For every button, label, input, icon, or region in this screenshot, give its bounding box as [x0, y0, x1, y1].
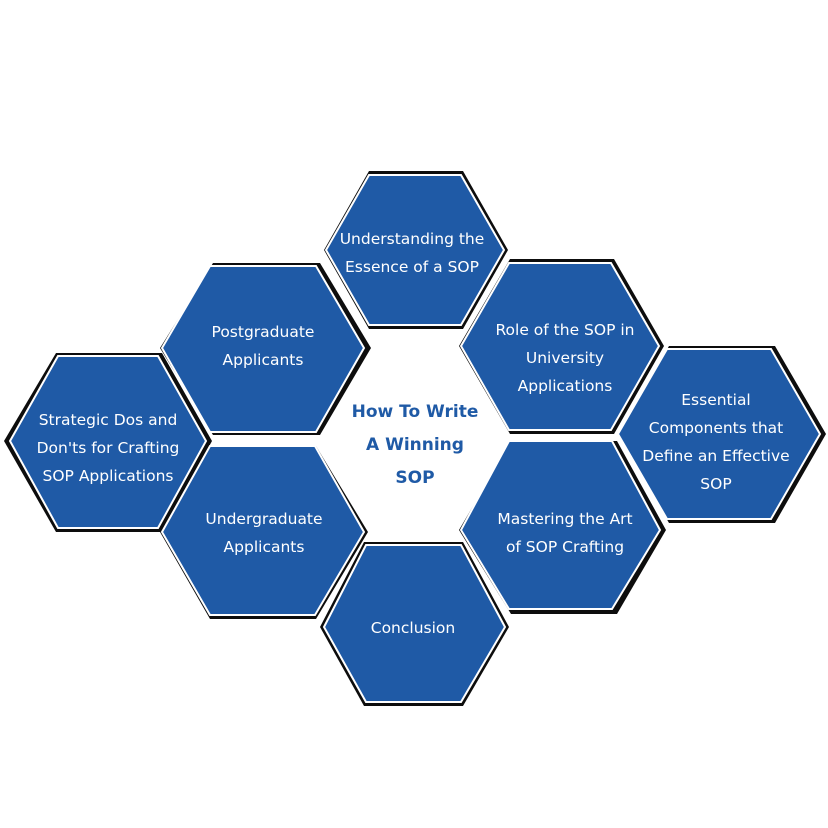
hex-essential-shape — [616, 348, 822, 520]
hex-label-strategic: Strategic Dos and Don'ts for Crafting SO… — [36, 411, 180, 485]
hex-role-shape — [459, 262, 661, 431]
hex-label-essential: Essential Components that Define an Effe… — [642, 391, 790, 493]
hex-label-conclusion: Conclusion — [370, 619, 456, 637]
hex-label-understanding: Understanding the Essence of a SOP — [339, 230, 485, 276]
hex-strategic-shape — [8, 355, 208, 529]
hex-label-undergraduate: Undergraduate Applicants — [205, 510, 323, 556]
hex-mastering-shape — [459, 440, 662, 610]
hex-understanding-shape — [324, 174, 506, 326]
hex-undergraduate — [160, 445, 368, 619]
hex-strategic — [4, 353, 212, 532]
hex-label-mastering: Mastering the Art of SOP Crafting — [497, 510, 633, 556]
hex-conclusion — [320, 542, 509, 706]
hex-postgraduate — [160, 263, 371, 435]
hex-mastering — [459, 440, 666, 614]
hex-role — [459, 259, 664, 434]
hex-postgraduate-shape — [160, 265, 366, 433]
hex-label-role: Role of the SOP in University Applicatio… — [495, 321, 635, 395]
hex-label-postgraduate: Postgraduate Applicants — [211, 323, 315, 369]
hex-conclusion-shape — [322, 544, 507, 703]
hex-understanding — [324, 171, 508, 329]
hex-undergraduate-shape — [160, 445, 366, 616]
hex-essential — [616, 346, 826, 523]
center-title: How To Write A Winning SOP — [351, 402, 479, 488]
